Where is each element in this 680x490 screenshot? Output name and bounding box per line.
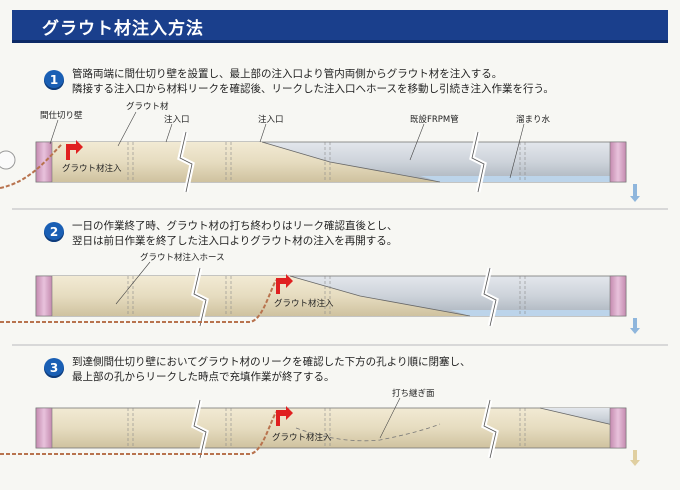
step-3-line-1: 到達側間仕切り壁においてグラウト材のリークを確認した下方の孔より順に閉塞し、 (72, 356, 471, 368)
divider-1 (12, 208, 668, 210)
step-2-line-2: 翌日は前日作業を終了した注入口よりグラウト材の注入を再開する。 (72, 235, 398, 247)
divider-2 (12, 344, 668, 346)
pipe-joints (127, 408, 526, 448)
page-title: グラウト材注入方法 (42, 19, 204, 39)
label-hose: グラウト材注入ホース (140, 252, 225, 263)
break-mark-1-line (179, 131, 193, 193)
step-2-badge: 2 (44, 222, 64, 242)
pipe-body-filled (35, 407, 627, 449)
grout-hose (0, 143, 63, 189)
pipe-joints (127, 142, 526, 182)
grout-fill (36, 142, 440, 182)
break-mark-2-line (483, 267, 497, 327)
drain-arrow-icon (630, 184, 640, 202)
injection-arrow-icon (276, 406, 293, 426)
label-injection: グラウト材注入 (274, 298, 334, 309)
label-partition: 間仕切り壁 (40, 110, 83, 121)
label-injection: グラウト材注入 (62, 163, 122, 174)
injection-arrow-icon (66, 140, 83, 160)
label-water: 溜まり水 (516, 114, 551, 125)
label-injection: グラウト材注入 (272, 432, 332, 443)
step-3-badge: 3 (44, 358, 64, 378)
label-grout: グラウト材 (126, 101, 169, 112)
partition-wall-left (35, 407, 53, 449)
leader-hose (115, 261, 151, 305)
partition-wall-right (609, 141, 627, 183)
standing-water (420, 176, 626, 182)
step-3-pipe-diagram: 打ち継ぎ面 グラウト材注入 (0, 388, 640, 466)
step-1-badge: 1 (44, 70, 64, 90)
joint-surface-line (295, 423, 441, 442)
injection-arrow-icon (276, 274, 293, 294)
label-inlet-a: 注入口 (164, 114, 190, 125)
label-frpm: 既設FRPM管 (410, 114, 459, 125)
partition-wall-right (609, 407, 627, 449)
step-2-line-1: 一日の作業終了時、グラウト材の打ち終わりはリーク確認直後とし、 (72, 220, 398, 232)
partition-wall-right (609, 275, 627, 317)
partition-wall-left (35, 275, 53, 317)
step-3-line-2: 最上部の孔からリークした時点で充填作業が終了する。 (72, 371, 335, 383)
drain-arrow-icon (630, 318, 640, 334)
title-bar: グラウト材注入方法 (12, 10, 668, 43)
step-2-pipe-diagram: グラウト材注入ホース グラウト材注入 (0, 252, 640, 334)
grout-fill (36, 276, 470, 316)
leader-lines (49, 111, 525, 179)
grout-hose (0, 279, 277, 323)
pipe-end-circle (0, 150, 16, 170)
leak-arrow-icon (630, 450, 640, 466)
step-1-line-2: 隣接する注入口から材料リークを確認後、リークした注入口へホースを移動し引続き注入… (72, 83, 554, 95)
grout-front-line (289, 275, 471, 317)
break-mark-2-line (471, 131, 485, 193)
label-joint: 打ち継ぎ面 (392, 388, 435, 399)
break-mark-1-line (193, 267, 207, 327)
leader-joint (379, 397, 401, 439)
label-inlet-b: 注入口 (258, 114, 284, 125)
step-1-pipe-diagram: 間仕切り壁 グラウト材 注入口 注入口 既設FRPM管 溜まり水 グラウト材注入 (0, 101, 640, 202)
break-mark-2-line (483, 399, 497, 459)
step-1-line-1: 管路両端に間仕切り壁を設置し、最上部の注入口より管内両側からグラウト材を注入する… (72, 68, 503, 80)
standing-water (450, 310, 626, 316)
break-mark-1-line (193, 399, 207, 459)
grout-hose (0, 411, 277, 455)
